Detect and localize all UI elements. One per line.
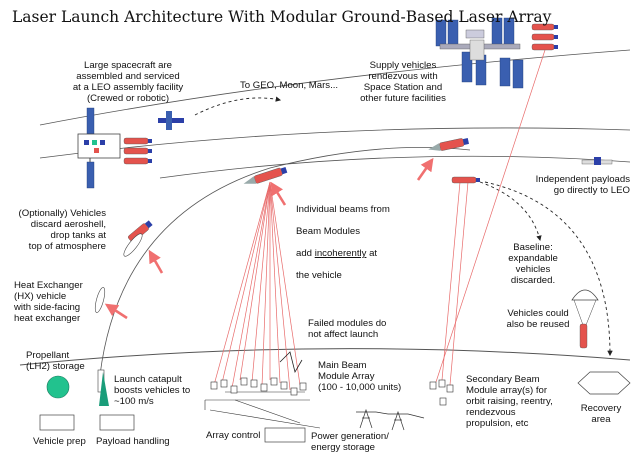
pointer-arrow-icon: [104, 303, 128, 320]
launch-catapult: [99, 372, 109, 406]
pointer-arrow-icon: [148, 249, 164, 274]
main-beams: [213, 181, 301, 391]
optional-vehicles-label: (Optionally) Vehicles discard aeroshell,…: [18, 208, 106, 252]
baseline-label: Baseline: expandable vehicles discarded.: [508, 242, 558, 286]
path-to-baseline: [479, 181, 542, 242]
supply-vehicles-label: Supply vehicles rendezvous with Space St…: [360, 60, 446, 104]
payload-handling-building: [99, 414, 135, 431]
recovery-area-label: Recovery area: [580, 403, 622, 425]
individual-beams-line-2: Beam Modules: [296, 226, 360, 237]
page-title: Laser Launch Architecture With Modular G…: [12, 8, 552, 26]
path-to-recovery: [484, 181, 613, 357]
orbit-middle: [39, 127, 631, 159]
to-geo-label: To GEO, Moon, Mars...: [240, 80, 339, 91]
orbit-lower: [159, 155, 631, 179]
heat-exchanger-label: Heat Exchanger (HX) vehicle with side-fa…: [14, 280, 83, 324]
ground-curve: [19, 348, 631, 366]
launch-vehicle-icon: [94, 138, 480, 393]
vehicles-reused-label: Vehicles could also be reused: [506, 308, 570, 330]
payload-handling-label: Payload handling: [96, 436, 170, 447]
beam-module-icon: [438, 379, 446, 388]
pointer-arrow-icon: [416, 157, 434, 181]
propellant-tank: [46, 375, 70, 399]
main-beam-array: [204, 351, 321, 429]
main-beam-label: Main Beam Module Array (100 - 10,000 uni…: [318, 360, 402, 393]
beam-module-icon: [429, 381, 437, 390]
individual-beams-label: Individual beams from Beam Modules add i…: [296, 193, 406, 292]
individual-beams-add: add: [296, 248, 315, 259]
beam-module-icon: [439, 397, 447, 406]
individual-beams-line-4: the vehicle: [296, 270, 342, 281]
array-control-label: Array control: [206, 430, 261, 441]
secondary-beam-array: [429, 379, 454, 406]
orbit-lines: [19, 49, 631, 376]
parachute-icon: [571, 289, 599, 349]
independent-payload: [581, 157, 613, 165]
individual-beams-line-3: add incoherently at: [296, 248, 406, 259]
individual-beams-incoherently: incoherently: [314, 248, 367, 259]
failed-modules-label: Failed modules do not affect launch: [308, 318, 387, 340]
individual-beams-at: at: [366, 248, 378, 259]
beam-module-icon: [210, 377, 307, 396]
launch-trajectory: [99, 146, 471, 376]
pointer-arrows: [104, 157, 434, 320]
path-to-geo: [194, 96, 282, 116]
dashed-paths: [194, 96, 613, 357]
pointer-arrow-icon: [270, 181, 287, 206]
assembly-facility: [77, 107, 152, 189]
beam-module-icon: [446, 384, 454, 393]
independent-payloads-label: Independent payloads go directly to LEO: [535, 174, 630, 196]
satellite-icon: [158, 111, 184, 130]
vehicle-prep-label: Vehicle prep: [33, 436, 86, 447]
propellant-label: Propellant (LH2) storage: [26, 350, 85, 372]
power-generation-label: Power generation/ energy storage: [311, 431, 389, 453]
secondary-beams: [435, 49, 546, 386]
space-station-icon: [435, 17, 524, 89]
ground-facilities: [39, 371, 631, 443]
launch-catapult-label: Launch catapult boosts vehicles to ~100 …: [114, 374, 191, 407]
orbit-upper: [39, 49, 631, 126]
power-tower-icon: [356, 408, 425, 431]
secondary-beam-label: Secondary Beam Module array(s) for orbit…: [466, 374, 553, 429]
vehicle-prep-building: [39, 414, 75, 431]
array-control-building: [264, 427, 306, 443]
recovery-area-hexagon: [577, 371, 631, 395]
supply-vehicles: [531, 23, 558, 51]
individual-beams-line-1: Individual beams from: [296, 204, 390, 215]
large-spacecraft-label: Large spacecraft are assembled and servi…: [72, 60, 184, 104]
